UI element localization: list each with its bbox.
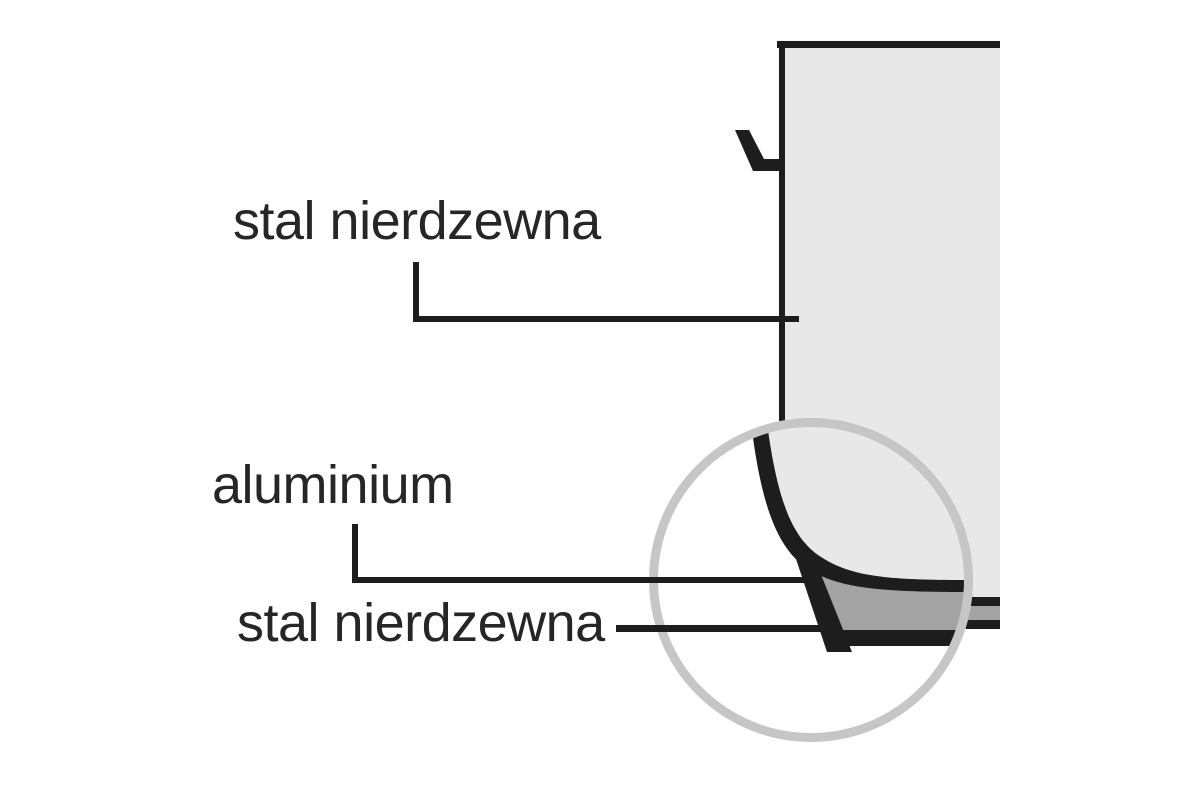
label-aluminium-core: aluminium (212, 455, 454, 515)
leader-aluminium-vertical (352, 524, 358, 583)
leader-aluminium-tick (814, 577, 821, 593)
label-steel-body: stal nierdzewna (233, 191, 601, 251)
leader-steel-top-vertical (413, 262, 419, 322)
pot-rim-line (777, 41, 1000, 48)
leader-steel-top-horizontal (413, 316, 799, 322)
leader-aluminium-horizontal (352, 577, 821, 583)
label-steel-cap: stal nierdzewna (237, 593, 605, 653)
leader-steel-bottom-horizontal (616, 625, 834, 632)
pot-wall-line (779, 43, 785, 602)
lens-bottom-steel-cap (836, 630, 969, 646)
lens-cap-edge (789, 538, 852, 652)
pot-handle-bracket (735, 130, 781, 171)
